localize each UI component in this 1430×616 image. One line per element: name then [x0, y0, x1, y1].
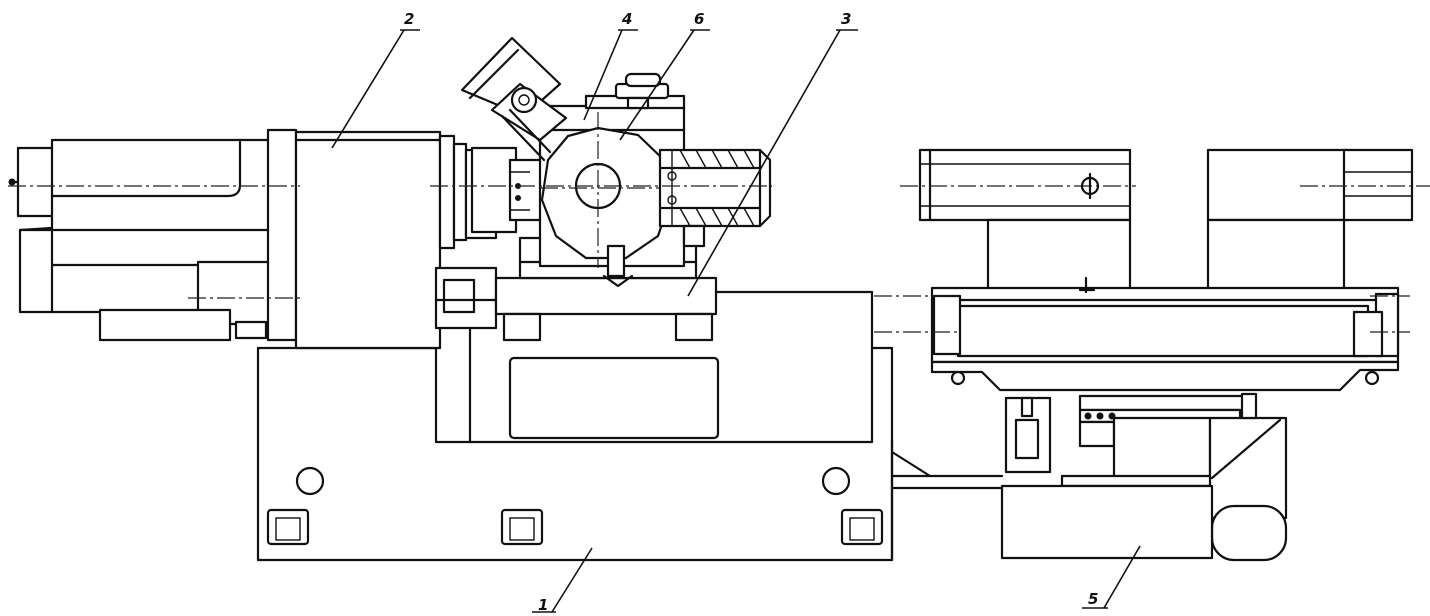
gantry-loader [918, 148, 1414, 562]
bed-lifting-slot-1 [266, 508, 310, 546]
bed-lifting-slot-3 [840, 508, 884, 546]
callout-2: 2 [331, 10, 420, 149]
callout-label-5: 5 [1088, 590, 1098, 608]
bed-bolt-hole-left [295, 466, 325, 496]
callout-label-1: 1 [538, 596, 548, 614]
callout-1: 1 [532, 547, 593, 614]
callout-label-4: 4 [621, 10, 632, 28]
callout-5: 5 [1082, 545, 1141, 609]
callout-label-6: 6 [694, 10, 704, 28]
bed-bolt-hole-right [821, 466, 851, 496]
callout-6: 6 [619, 10, 710, 141]
callout-label-3: 3 [841, 10, 851, 28]
turret-drive-motor [460, 36, 568, 162]
tool-block [658, 148, 772, 228]
bed-lifting-slot-2 [500, 508, 544, 546]
callout-3: 3 [687, 10, 858, 297]
callout-4: 4 [583, 10, 638, 121]
centre-lines [8, 112, 1430, 333]
headstock [8, 128, 544, 350]
callout-label-2: 2 [404, 10, 414, 28]
